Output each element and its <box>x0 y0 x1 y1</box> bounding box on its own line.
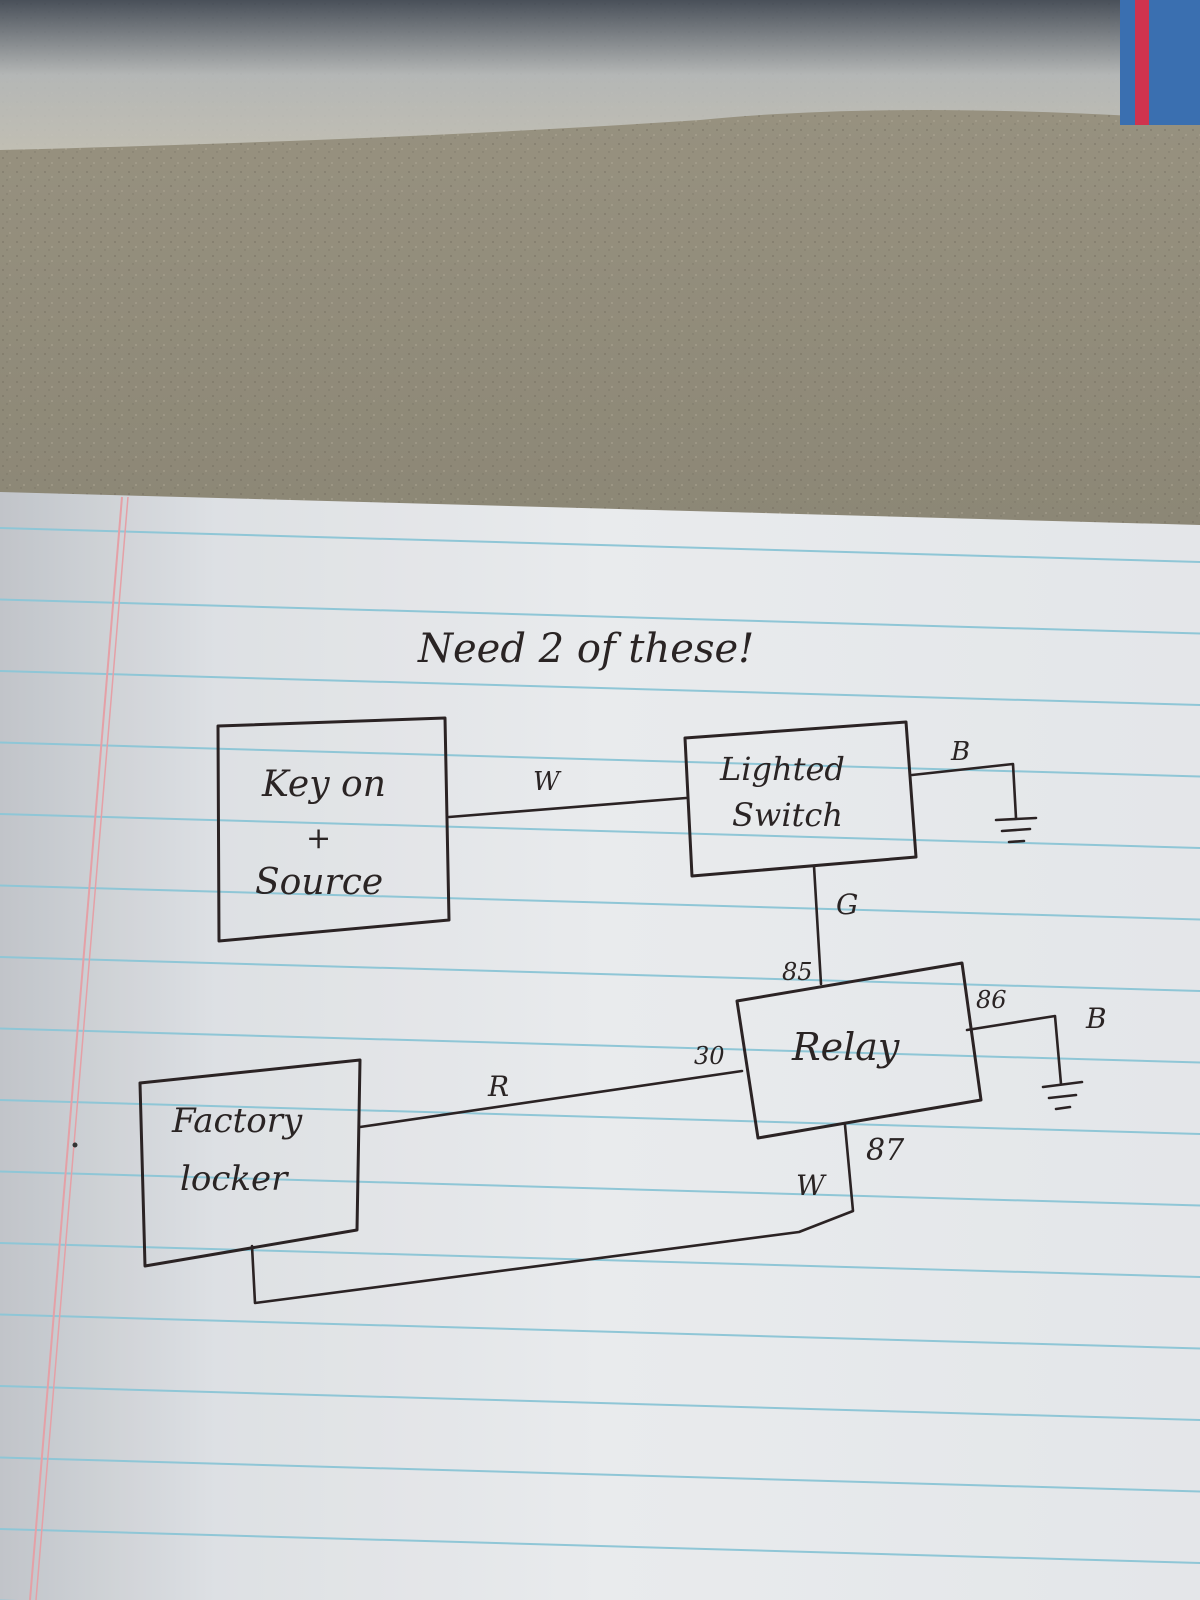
wire-switch-to-relay <box>812 864 823 986</box>
wire-relay-to-locker <box>250 1123 855 1305</box>
wires: W B G B R W <box>250 737 1107 1305</box>
diagram-title: Need 2 of these! <box>417 626 754 672</box>
key-source-label-line1: Key on <box>261 764 386 805</box>
ground-symbol-relay <box>1041 1080 1084 1111</box>
relay-label: Relay <box>791 1025 900 1069</box>
lighted-switch-box: Lighted Switch <box>683 720 918 878</box>
ruled-line <box>0 1385 1200 1421</box>
factory-locker-label-line1: Factory <box>171 1101 303 1141</box>
ruled-line <box>0 1027 1200 1064</box>
wire-switch-to-relay-label: G <box>836 888 858 921</box>
ruled-line <box>0 598 1200 635</box>
bag-seal-strip <box>1120 0 1200 125</box>
ruled-line <box>0 1099 1200 1135</box>
ruled-lines <box>0 527 1200 1600</box>
key-source-box: Key on + Source <box>216 716 451 943</box>
relay-pin-87: 87 <box>866 1133 905 1168</box>
wire-relay-ground <box>965 1014 1063 1086</box>
relay-pin-85: 85 <box>782 958 813 986</box>
wire-locker-to-relay-label: R <box>487 1070 509 1103</box>
wire-switch-ground <box>910 762 1018 820</box>
key-source-label-line2: Source <box>255 862 383 903</box>
wire-key-to-switch <box>447 796 688 819</box>
ruled-line <box>0 956 1200 992</box>
ruled-line <box>0 1242 1200 1278</box>
factory-locker-label-line2: locker <box>180 1159 289 1199</box>
relay-pin-86: 86 <box>976 986 1007 1014</box>
wire-relay-ground-label: B <box>1085 1002 1107 1035</box>
ruled-line <box>0 527 1200 563</box>
lighted-switch-label-line1: Lighted <box>719 750 845 788</box>
ruled-line <box>0 1313 1200 1350</box>
ruled-line <box>0 813 1200 849</box>
wire-key-to-switch-label: W <box>533 767 562 797</box>
relay-pin-30: 30 <box>694 1042 725 1070</box>
wire-relay-to-locker-label: W <box>796 1169 827 1202</box>
ruled-line <box>0 884 1200 921</box>
key-source-plus: + <box>306 821 331 856</box>
pencil-dot <box>72 1142 78 1148</box>
relay-box: Relay 85 86 30 87 <box>694 958 1007 1168</box>
wire-switch-ground-label: B <box>950 737 970 767</box>
ground-symbol-switch <box>994 816 1038 844</box>
ruled-line <box>0 1170 1200 1207</box>
margin-line <box>29 496 123 1600</box>
ruled-line <box>0 741 1200 778</box>
factory-locker-box: Factory locker <box>138 1058 362 1268</box>
plastic-bag <box>0 0 1200 150</box>
lighted-switch-label-line2: Switch <box>732 796 843 834</box>
ruled-line <box>0 1528 1200 1564</box>
wire-locker-to-relay <box>358 1069 744 1129</box>
ruled-line <box>0 1456 1200 1493</box>
ruled-line <box>0 670 1200 706</box>
